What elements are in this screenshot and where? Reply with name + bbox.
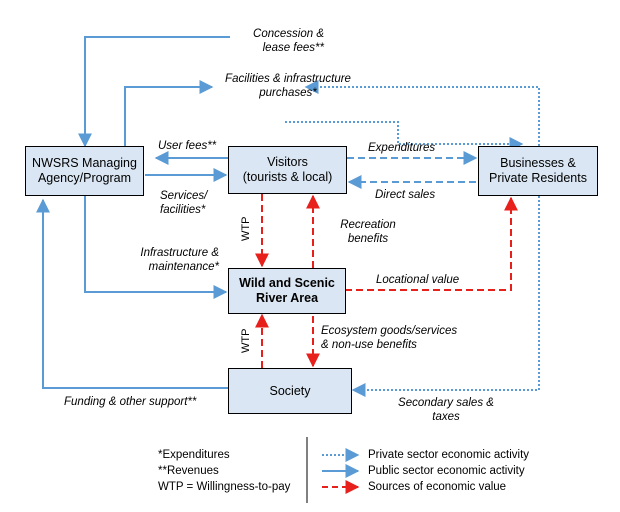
label-secondary-line2: taxes [432, 411, 460, 423]
label-infrastructure-line1: Infrastructure & [140, 247, 219, 259]
legend-label-public: Public sector economic activity [368, 464, 525, 478]
node-businesses-line2: Private Residents [489, 171, 587, 185]
label-funding-text: Funding & other support** [64, 396, 197, 408]
label-wtp-upper: WTP [240, 216, 254, 241]
label-ecosystem-line2: & non-use benefits [321, 339, 417, 351]
edge-private-visitors-top [285, 121, 524, 151]
label-facilities: Facilities & infrastructure purchases* [213, 72, 363, 100]
node-visitors-line1: Visitors [267, 155, 308, 169]
label-concession-line1: Concession & [253, 28, 324, 40]
label-wtp-lower: WTP [240, 328, 254, 353]
legend-note-wtp: WTP = Willingness-to-pay [158, 481, 291, 493]
label-recreation-line2: benefits [347, 233, 389, 245]
node-society: Society [228, 368, 352, 414]
node-agency-line2: Agency/Program [37, 171, 132, 185]
label-secondary-line1: Secondary sales & [398, 397, 494, 409]
label-wtp-upper-text: WTP [240, 216, 252, 241]
node-society-line1: Society [269, 383, 311, 398]
legend-notes: *Expenditures **Revenues WTP = Willingne… [158, 448, 290, 494]
label-services-line1: Services/ [160, 190, 208, 202]
label-recreation: Recreation benefits [333, 218, 403, 246]
label-facilities-line1: Facilities & infrastructure [225, 73, 351, 85]
label-ecosystem-line1: Ecosystem goods/services [321, 325, 458, 337]
node-agency-line1: NWSRS Managing [32, 156, 137, 170]
label-services-line2: facilities* [160, 204, 206, 216]
legend-label-value: Sources of economic value [368, 480, 506, 494]
label-infrastructure: Infrastructure & maintenance* [95, 246, 219, 274]
node-visitors-line2: (tourists & local) [242, 170, 333, 184]
edge-locational-value [345, 196, 518, 291]
label-expenditures-text: Expenditures [368, 142, 436, 154]
legend-label-value-text: Sources of economic value [368, 481, 507, 493]
label-direct-sales: Direct sales [375, 188, 435, 202]
label-user-fees-text: User fees** [158, 140, 217, 152]
node-river-line1: Wild and Scenic [239, 276, 335, 290]
edge-infrastructure [84, 196, 228, 299]
label-funding: Funding & other support** [64, 395, 196, 409]
legend-label-private: Private sector economic activity [368, 448, 529, 462]
edge-facilities-purchases [124, 80, 214, 146]
label-ecosystem: Ecosystem goods/services & non-use benef… [321, 324, 457, 352]
legend-note-expenditures: *Expenditures [158, 449, 230, 461]
edge-concession [78, 36, 230, 148]
label-recreation-line1: Recreation [340, 219, 396, 231]
node-river-line2: River Area [255, 291, 319, 305]
label-concession: Concession & lease fees** [220, 27, 324, 55]
label-direct-sales-text: Direct sales [375, 189, 436, 201]
legend-label-private-text: Private sector economic activity [368, 449, 530, 461]
label-locational-text: Locational value [376, 274, 460, 286]
legend-label-public-text: Public sector economic activity [368, 465, 525, 477]
label-wtp-lower-text: WTP [240, 328, 252, 353]
label-concession-line2: lease fees** [262, 42, 324, 54]
node-businesses-line1: Businesses & [500, 156, 576, 170]
label-user-fees: User fees** [158, 139, 216, 153]
legend-note-revenues: **Revenues [158, 465, 219, 477]
node-visitors: Visitors(tourists & local) [228, 146, 347, 194]
label-infrastructure-line2: maintenance* [148, 261, 219, 273]
label-facilities-line2: purchases* [259, 87, 317, 99]
edge-funding [36, 198, 228, 389]
node-businesses: Businesses &Private Residents [478, 146, 598, 196]
label-locational: Locational value [376, 273, 459, 287]
label-expenditures: Expenditures [368, 141, 435, 155]
label-services: Services/ facilities* [160, 189, 207, 217]
edge-secondary-sales [351, 196, 540, 397]
label-secondary: Secondary sales & taxes [390, 396, 502, 424]
